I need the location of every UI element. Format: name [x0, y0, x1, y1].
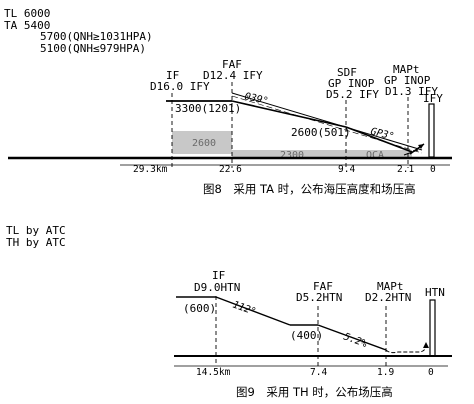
sdf-gp-inop: GP INOP	[328, 77, 375, 90]
sdf-altitude: 2600(501)	[291, 126, 351, 139]
figure9-profile: TL by ATC TH by ATC IF D9.0HTN FAF D5.2H…	[6, 224, 452, 399]
tl-by-atc-label: TL by ATC	[6, 224, 66, 237]
box-2300-label: 2300	[280, 150, 304, 161]
altitude-box-2600	[172, 131, 232, 154]
scale-2-1: 2.1	[397, 164, 414, 175]
sdf-name: SDF	[337, 66, 357, 79]
final-descent	[345, 126, 413, 153]
final-descent	[317, 324, 387, 351]
ta-low-qnh-label: 5100(QNH≤979HPA)	[40, 42, 146, 55]
figure8-caption: 图8 采用 TA 时，公布海压高度和场压高	[203, 182, 416, 196]
gradient-label: 5.2%	[342, 331, 368, 350]
scale-7-4: 7.4	[310, 367, 327, 378]
ta-high-qnh-label: 5700(QNH≥1031HPA)	[40, 30, 153, 43]
runway-marker	[429, 299, 436, 357]
sdf-distance: D5.2 IFY	[326, 88, 379, 101]
transition-level-label: TL 6000	[4, 7, 50, 20]
if-altitude: 3300(1201)	[175, 102, 241, 115]
arrow-head-icon	[418, 144, 424, 149]
if-name: IF	[166, 69, 179, 82]
faf-altitude: (400)	[290, 329, 323, 342]
altitude-box-2300	[232, 150, 412, 159]
if-name: IF	[212, 269, 225, 282]
scale-0: 0	[428, 367, 434, 378]
transition-altitude-label: TA 5400	[4, 19, 50, 32]
intermediate-descent	[215, 296, 291, 326]
scale-9-4: 9.4	[338, 164, 355, 175]
if-altitude: (600)	[183, 302, 216, 315]
scale-29-3km: 29.3km	[133, 164, 168, 175]
runway-ident: HTN	[425, 286, 445, 299]
faf-name: FAF	[222, 58, 242, 71]
mapt-name: MAPt	[377, 280, 404, 293]
faf-distance: D5.2HTN	[296, 291, 342, 304]
arrow-head-icon	[423, 342, 429, 348]
oca-label: OCA	[366, 150, 384, 161]
mapt-distance: D1.3 IFY	[385, 85, 438, 98]
scale-22-6: 22.6	[219, 164, 242, 175]
faf-name: FAF	[313, 280, 333, 293]
missed-approach-arrow-2	[403, 149, 419, 156]
scale-14-5km: 14.5km	[196, 367, 231, 378]
scale-0: 0	[430, 164, 436, 175]
mapt-gp-inop: GP INOP	[384, 74, 431, 87]
missed-approach-path	[385, 344, 427, 354]
scale-1-9: 1.9	[377, 367, 394, 378]
box-2600-label: 2600	[192, 138, 216, 149]
mapt-distance: D2.2HTN	[365, 291, 411, 304]
course-label: 039°	[243, 91, 269, 107]
faf-distance: D12.4 IFY	[203, 69, 263, 82]
if-distance: D9.0HTN	[194, 281, 240, 294]
glidepath-line	[231, 92, 423, 151]
glidepath-line-dashed	[231, 95, 423, 154]
th-by-atc-label: TH by ATC	[6, 236, 66, 249]
intermediate-descent	[231, 100, 347, 128]
course-label: 112°	[231, 299, 257, 318]
figure9-caption: 图9 采用 TH 时，公布场压高	[236, 385, 393, 399]
mapt-name: MAPt	[393, 63, 420, 76]
runway-ident: IFY	[423, 92, 443, 105]
figure8-profile: TL 6000 TA 5400 5700(QNH≥1031HPA) 5100(Q…	[4, 7, 452, 196]
runway-marker	[428, 103, 435, 158]
if-distance: D16.0 IFY	[150, 80, 210, 93]
